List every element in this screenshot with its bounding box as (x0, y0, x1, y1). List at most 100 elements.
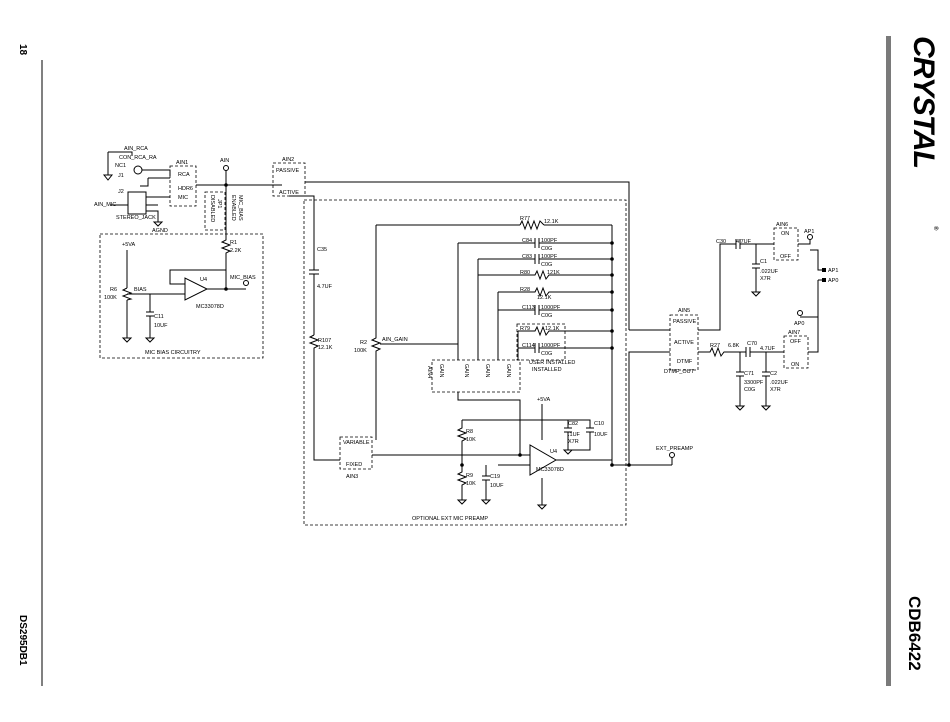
page-number: 18 (17, 44, 28, 56)
r27-resistor (698, 346, 746, 358)
c114-type: C0G (541, 351, 552, 357)
ext-preamp-box (303, 199, 627, 526)
c2-cap (762, 352, 770, 406)
ap0-node-label: AP0 (794, 321, 804, 327)
r27-value: 6.8K (728, 343, 740, 349)
c10-label: C10 (594, 421, 604, 427)
jp1-label: JP1 (216, 199, 222, 208)
ain4-gain-b: GAIN (463, 364, 469, 377)
c11-value: 10UF (154, 323, 168, 329)
ain6-label: AIN6 (776, 222, 788, 228)
c11-label: C11 (154, 314, 164, 320)
c83-label: C83 (522, 254, 532, 260)
user-installed-label-2: INSTALLED (532, 367, 562, 373)
r2-value: 100K (354, 348, 367, 354)
u4-bias-part: MC33078D (196, 304, 224, 310)
jack-agnd-label: AGND (152, 228, 168, 234)
r79-label: R79 (520, 326, 530, 332)
c113-value: 1000PF (541, 305, 561, 311)
fb-junction-7 (610, 346, 614, 350)
r80-resistor (478, 269, 612, 281)
j1-label: J1 (118, 173, 124, 179)
c19-value: 10UF (490, 483, 504, 489)
mic-bias-title: MIC BIAS CIRCUITRY (145, 350, 201, 356)
ain5-dtmf: DTMF (677, 359, 693, 365)
ain5-label: AIN5 (678, 308, 690, 314)
r8-label: R8 (466, 429, 473, 435)
bias-label: BIAS (134, 287, 147, 293)
r2-label: R2 (360, 340, 367, 346)
ain-testpoint (223, 165, 229, 171)
c2-value: .022UF (770, 380, 789, 386)
c82-label: C82 (568, 421, 578, 427)
mic-bias-net: MIC_BIAS (230, 275, 256, 281)
ain7-off: OFF (790, 339, 802, 345)
c30-cap (735, 239, 774, 249)
user-installed-box (516, 323, 566, 361)
dtmf-out-label: DTMF_OUT (664, 369, 695, 375)
r107-resistor (308, 334, 340, 461)
ain3-jumper-box (339, 436, 373, 470)
c19-agnd (480, 499, 492, 505)
decoupling-agnd (562, 449, 574, 455)
r80-value: 121K (547, 270, 560, 276)
fb-junction-2 (610, 257, 614, 261)
c84-type: C0G (541, 246, 552, 252)
c114-label: C114 (522, 343, 535, 349)
c84-label: C84 (522, 238, 532, 244)
c114-value: 1000PF (541, 343, 561, 349)
c70-label: C70 (747, 341, 757, 347)
ain-rca-label: AIN_RCA (124, 146, 148, 152)
r6-value: 100K (104, 295, 117, 301)
c82-type: X7R (568, 439, 579, 445)
c83-type: C0G (541, 262, 552, 268)
r79-value: 12.1K (545, 326, 560, 332)
r1-resistor (220, 234, 232, 270)
ap0-port-label: AP0 (828, 278, 838, 284)
ext-preamp-title: OPTIONAL EXT MIC PREAMP (412, 516, 488, 522)
user-installed-label: USER INSTALLED (529, 360, 575, 366)
ain7-label: AIN7 (788, 330, 800, 336)
c84-cap (458, 238, 612, 248)
r28-label: R28 (520, 287, 530, 293)
bias-to-opamp-wire (127, 293, 185, 312)
c10-value: 10UF (594, 432, 608, 438)
u4-preamp-io (498, 454, 672, 466)
r6-label: R6 (110, 287, 117, 293)
r8-value: 10K (466, 437, 476, 443)
fb-junction-1 (610, 241, 614, 245)
ain4-gain-a: GAIN (438, 364, 444, 377)
r79-resistor (518, 325, 612, 337)
c1-type: X7R (760, 276, 771, 282)
ain4-gain-c: GAIN (484, 364, 490, 377)
r8-r9-divider (456, 420, 468, 500)
c35-label: C35 (317, 247, 327, 253)
r77-label: R77 (520, 216, 530, 222)
jack-agnd-symbol (152, 221, 164, 227)
jp1-mic-bias: MIC_BIAS (237, 195, 243, 221)
c113-cap (498, 305, 612, 315)
r80-label: R80 (520, 270, 530, 276)
stereo-jack-body (127, 191, 147, 215)
c82-c10-caps (542, 419, 594, 451)
c113-label: C113 (522, 305, 535, 311)
c30-value: 4.7UF (736, 239, 752, 245)
right-margin-bar (886, 36, 891, 686)
con-rca-label: CON_RCA_RA (119, 155, 157, 161)
ain7-on: ON (791, 362, 799, 368)
c71-label: C71 (744, 371, 754, 377)
c35-value: 4.7UF (317, 284, 333, 290)
j2-label: J2 (118, 189, 124, 195)
c1-label: C1 (760, 259, 767, 265)
ain2-label: AIN2 (282, 157, 294, 163)
board-name: CDB6422 (905, 596, 924, 671)
r107-label: R107 (318, 338, 331, 344)
c2-type: X7R (770, 387, 781, 393)
ain5-passive: PASSIVE (673, 319, 696, 325)
c70-cap (745, 347, 784, 357)
ext-preamp-wire (628, 351, 673, 465)
ain2-passive: PASSIVE (276, 168, 299, 174)
r77-value: 12.1K (544, 219, 559, 225)
c1-cap (752, 244, 760, 292)
